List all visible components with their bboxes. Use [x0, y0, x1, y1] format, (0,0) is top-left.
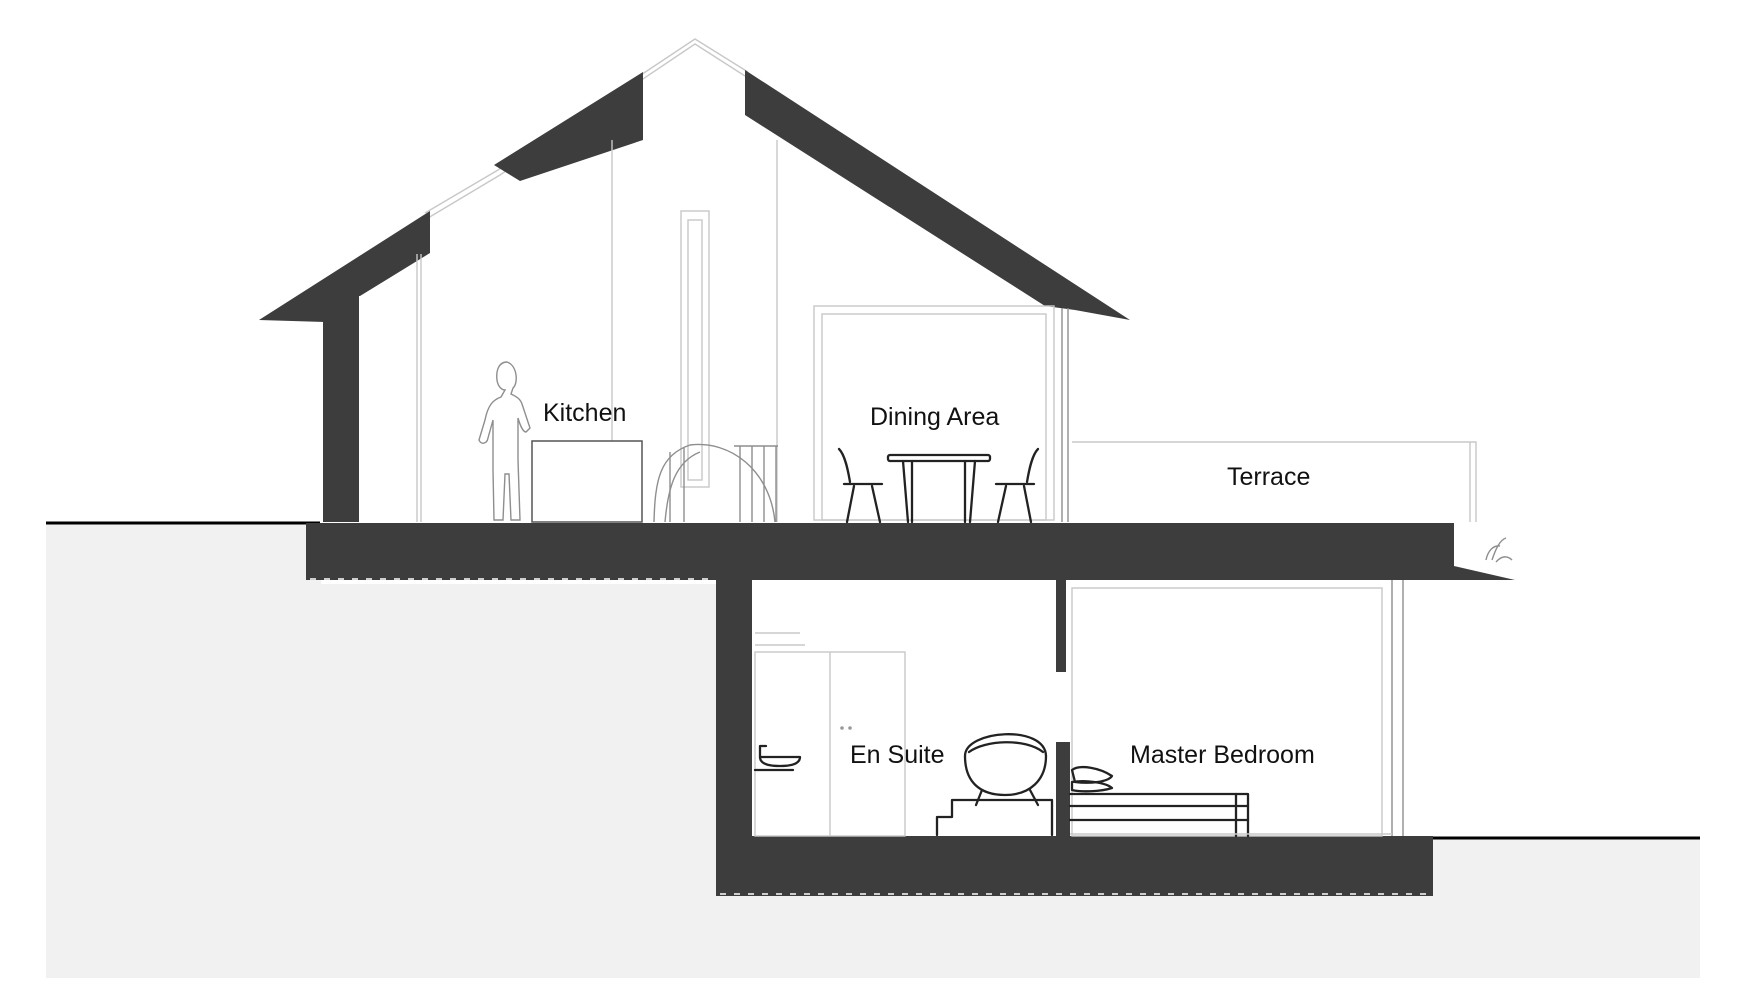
upper-left-wall: [323, 296, 359, 522]
bedroom-window-frame: [1071, 587, 1383, 837]
stair-balusters: [669, 445, 778, 522]
bed: [1068, 766, 1250, 838]
person-figure: [478, 361, 531, 521]
roof-left-panel: [494, 72, 643, 181]
dining-table: [886, 453, 992, 524]
lower-floor-slab: [716, 836, 1433, 896]
lower-center-wall-lower: [1056, 742, 1070, 838]
ground-floor-slab: [306, 523, 1515, 580]
plant-icon: [1485, 537, 1513, 563]
spiral-stair-rail-2: [664, 451, 701, 523]
room-label-kitchen: Kitchen: [543, 399, 626, 427]
dining-window-frame-inner: [821, 313, 1047, 521]
kitchen-counter: [531, 440, 643, 523]
ensuite-tap-dots: [840, 726, 852, 730]
earth-fill: [46, 523, 1700, 978]
room-label-master-bedroom: Master Bedroom: [1130, 741, 1315, 769]
room-label-en-suite: En Suite: [850, 741, 945, 769]
terrace-balustrade: [1072, 441, 1477, 522]
room-label-dining-area: Dining Area: [870, 403, 999, 431]
room-label-terrace: Terrace: [1227, 463, 1310, 491]
bath-tub: [935, 733, 1054, 837]
dining-chair-right: [994, 447, 1040, 524]
roof-right-slab: [745, 70, 1130, 320]
stair-column: [680, 210, 710, 488]
stair-column-inner: [687, 219, 703, 481]
roof-left-eave: [259, 211, 430, 322]
lower-center-wall-upper: [1056, 578, 1066, 672]
basin-icon: [753, 744, 802, 772]
dining-chair-left: [837, 447, 884, 524]
